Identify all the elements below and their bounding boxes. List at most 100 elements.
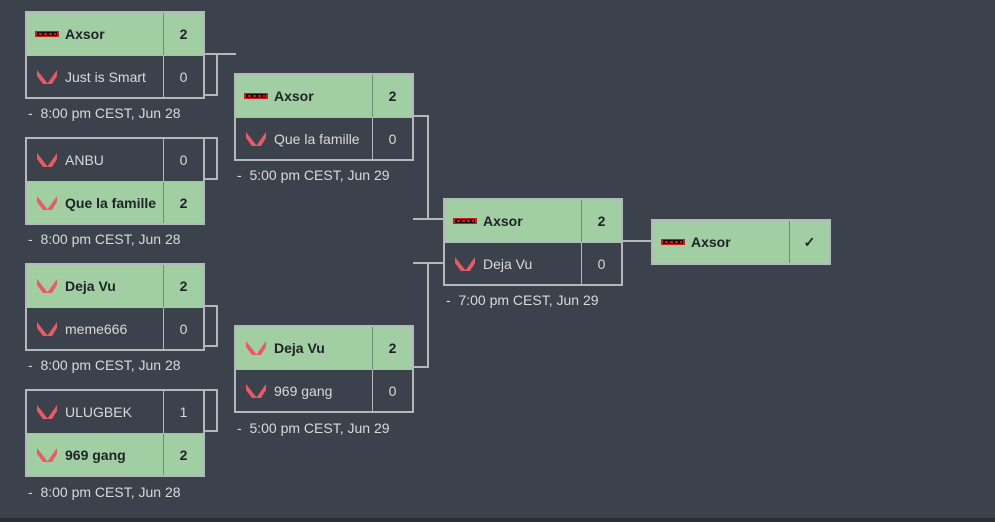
team-score: 0 <box>163 308 203 349</box>
champion-box: Axsor ✓ <box>651 219 831 265</box>
match-r1-3: Deja Vu 2 meme666 0 <box>25 263 205 351</box>
valorant-icon <box>33 447 61 463</box>
team-row[interactable]: ANBU 0 <box>27 139 203 181</box>
team-row[interactable]: Deja Vu 2 <box>27 265 203 307</box>
connector-r1m3-r2m2-stem <box>204 305 218 347</box>
team-row[interactable]: meme666 0 <box>27 307 203 349</box>
team-name: Que la famille <box>274 130 360 147</box>
valorant-icon <box>33 278 61 294</box>
team-name: Axsor <box>483 213 523 229</box>
match-r2-1: Axsor 2 Que la famille 0 <box>234 73 414 161</box>
connector-r2m1-final-stem <box>413 115 429 220</box>
team-row[interactable]: ULUGBEK 1 <box>27 391 203 433</box>
team-score: 0 <box>372 370 412 411</box>
team-row[interactable]: Axsor 2 <box>236 75 412 117</box>
match-time: - 8:00 pm CEST, Jun 28 <box>28 105 181 121</box>
connector-r1m1-r2m1 <box>204 53 236 96</box>
team-score: 1 <box>163 391 203 433</box>
team-score: 0 <box>372 118 412 159</box>
match-time: - 7:00 pm CEST, Jun 29 <box>446 292 599 308</box>
time-dash: - <box>28 357 33 373</box>
time-label: 8:00 pm CEST, Jun 28 <box>40 484 181 500</box>
valorant-icon <box>33 152 61 168</box>
time-dash: - <box>237 167 242 183</box>
team-row[interactable]: 969 gang 2 <box>27 433 203 475</box>
bottom-border <box>0 518 995 522</box>
champion-check-icon: ✓ <box>789 221 829 263</box>
team-score: 2 <box>163 434 203 475</box>
team-score: 2 <box>163 182 203 223</box>
time-label: 7:00 pm CEST, Jun 29 <box>458 292 599 308</box>
team-name: ULUGBEK <box>65 404 132 420</box>
champion-name: Axsor <box>691 234 731 250</box>
team-score: 2 <box>163 13 203 55</box>
match-r1-2: ANBU 0 Que la famille 2 <box>25 137 205 225</box>
connector-r1m4-r2m2-stem <box>204 389 218 432</box>
team-name: Deja Vu <box>65 278 116 294</box>
team-score: 2 <box>372 327 412 369</box>
connector-r2m1-final-h <box>427 218 444 220</box>
axsor-logo <box>659 237 687 247</box>
team-score: 0 <box>163 56 203 97</box>
time-label: 5:00 pm CEST, Jun 29 <box>249 420 390 436</box>
team-score: 2 <box>372 75 412 117</box>
team-name: 969 gang <box>65 446 126 463</box>
team-name: Deja Vu <box>483 255 533 272</box>
team-row[interactable]: Deja Vu 0 <box>445 242 621 284</box>
team-name: Axsor <box>274 88 314 104</box>
match-time: - 5:00 pm CEST, Jun 29 <box>237 167 390 183</box>
valorant-icon <box>242 131 270 147</box>
connector-r2m2-final-stem <box>413 262 429 368</box>
team-name: Deja Vu <box>274 340 325 356</box>
match-time: - 8:00 pm CEST, Jun 28 <box>28 484 181 500</box>
match-time: - 8:00 pm CEST, Jun 28 <box>28 231 181 247</box>
team-name: Axsor <box>65 26 105 42</box>
connector-r2m2-final-h <box>427 262 444 264</box>
valorant-icon <box>451 256 479 272</box>
time-label: 5:00 pm CEST, Jun 29 <box>249 167 390 183</box>
valorant-icon <box>33 195 61 211</box>
match-time: - 5:00 pm CEST, Jun 29 <box>237 420 390 436</box>
team-score: 2 <box>581 200 621 242</box>
time-label: 8:00 pm CEST, Jun 28 <box>40 105 181 121</box>
team-row[interactable]: Que la famille 2 <box>27 181 203 223</box>
valorant-icon <box>33 69 61 85</box>
axsor-logo <box>451 216 479 226</box>
team-row[interactable]: 969 gang 0 <box>236 369 412 411</box>
team-row[interactable]: Deja Vu 2 <box>236 327 412 369</box>
valorant-icon <box>242 340 270 356</box>
axsor-logo <box>33 29 61 39</box>
match-final: Axsor 2 Deja Vu 0 <box>443 198 623 286</box>
team-score: 2 <box>163 265 203 307</box>
team-row[interactable]: Axsor 2 <box>27 13 203 55</box>
time-dash: - <box>446 292 451 308</box>
match-time: - 8:00 pm CEST, Jun 28 <box>28 357 181 373</box>
valorant-icon <box>242 383 270 399</box>
team-score: 0 <box>163 139 203 181</box>
team-name: Just is Smart <box>65 68 146 85</box>
time-label: 8:00 pm CEST, Jun 28 <box>40 357 181 373</box>
team-name: Que la famille <box>65 194 157 211</box>
time-dash: - <box>28 484 33 500</box>
time-label: 8:00 pm CEST, Jun 28 <box>40 231 181 247</box>
team-name: meme666 <box>65 320 128 337</box>
connector-r1m1-r2m1-stem <box>204 53 218 96</box>
team-name: 969 gang <box>274 382 333 399</box>
time-dash: - <box>28 231 33 247</box>
match-r2-2: Deja Vu 2 969 gang 0 <box>234 325 414 413</box>
time-dash: - <box>28 105 33 121</box>
match-r1-4: ULUGBEK 1 969 gang 2 <box>25 389 205 477</box>
connector-r1m2-r2m1-stem <box>204 137 218 180</box>
match-r1-1: Axsor 2 Just is Smart 0 <box>25 11 205 99</box>
team-row[interactable]: Que la famille 0 <box>236 117 412 159</box>
champion-row[interactable]: Axsor ✓ <box>653 221 829 263</box>
valorant-icon <box>33 404 61 420</box>
team-row[interactable]: Axsor 2 <box>445 200 621 242</box>
team-score: 0 <box>581 243 621 284</box>
team-name: ANBU <box>65 152 104 168</box>
team-row[interactable]: Just is Smart 0 <box>27 55 203 97</box>
connector-final-champion <box>622 240 652 242</box>
valorant-icon <box>33 321 61 337</box>
axsor-logo <box>242 91 270 101</box>
time-dash: - <box>237 420 242 436</box>
